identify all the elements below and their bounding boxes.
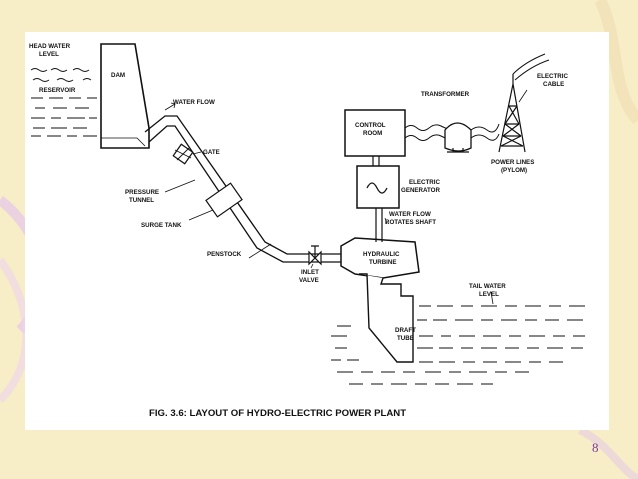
label-control: CONTROL	[355, 122, 386, 129]
reservoir-water	[30, 68, 97, 137]
page-number: 8	[592, 440, 599, 455]
diagram-panel: HEAD WATER LEVEL DAM RESERVOIR WATER FLO…	[25, 32, 609, 430]
leader-lines	[164, 89, 528, 305]
draft-tube	[359, 273, 414, 363]
hydraulic-turbine	[340, 237, 420, 279]
label-rotates-shaft: ROTATES SHAFT	[385, 219, 436, 226]
label-penstock: PENSTOCK	[207, 251, 242, 258]
label-room: ROOM	[363, 130, 382, 137]
label-surge-tank: SURGE TANK	[141, 222, 182, 229]
label-pylom: (PYLOM)	[501, 167, 527, 174]
label-tail-water: TAIL WATER	[469, 283, 506, 290]
label-water-flow: WATER FLOW	[173, 99, 215, 106]
label-power-lines: POWER LINES	[491, 159, 534, 166]
label-generator: GENERATOR	[401, 187, 440, 194]
label-tunnel: TUNNEL	[129, 197, 154, 204]
tail-water	[331, 305, 585, 385]
transformer	[444, 122, 472, 153]
label-reservoir: RESERVOIR	[39, 87, 76, 94]
label-head-water: HEAD WATER	[29, 43, 71, 50]
cable-to-pylon	[470, 123, 500, 141]
label-electric: ELECTRIC	[537, 73, 568, 80]
dam	[100, 43, 150, 149]
figure-caption: FIG. 3.6: LAYOUT OF HYDRO-ELECTRIC POWER…	[149, 408, 406, 419]
labels: HEAD WATER LEVEL DAM RESERVOIR WATER FLO…	[29, 43, 568, 342]
label-transformer: TRANSFORMER	[421, 91, 470, 98]
electric-generator	[356, 165, 400, 209]
label-turbine: TURBINE	[369, 259, 397, 266]
label-pressure: PRESSURE	[125, 189, 159, 196]
gate-valve	[172, 143, 194, 165]
label-gate: GATE	[203, 149, 220, 156]
label-dam: DAM	[111, 72, 125, 79]
hydro-plant-diagram: HEAD WATER LEVEL DAM RESERVOIR WATER FLO…	[29, 43, 585, 419]
label-hydraulic: HYDRAULIC	[363, 251, 400, 258]
penstock-pipe	[144, 115, 345, 263]
control-room	[344, 109, 406, 157]
turbine-shaft	[375, 208, 383, 242]
electric-cable	[512, 53, 550, 81]
label-draft: DRAFT	[395, 327, 416, 334]
label-cable: CABLE	[543, 81, 564, 88]
pylon-tower	[498, 74, 526, 153]
inlet-valve	[308, 245, 322, 266]
label-generator-electric: ELECTRIC	[409, 179, 440, 186]
label-tube: TUBE	[397, 335, 414, 342]
surge-tank	[205, 182, 243, 218]
label-head-water-level: LEVEL	[39, 51, 59, 58]
label-inlet: INLET	[301, 269, 319, 276]
label-tail-level: LEVEL	[479, 291, 499, 298]
label-shaft-water-flow: WATER FLOW	[389, 211, 431, 218]
label-valve: VALVE	[299, 277, 319, 284]
cable-to-transformer	[404, 124, 452, 141]
